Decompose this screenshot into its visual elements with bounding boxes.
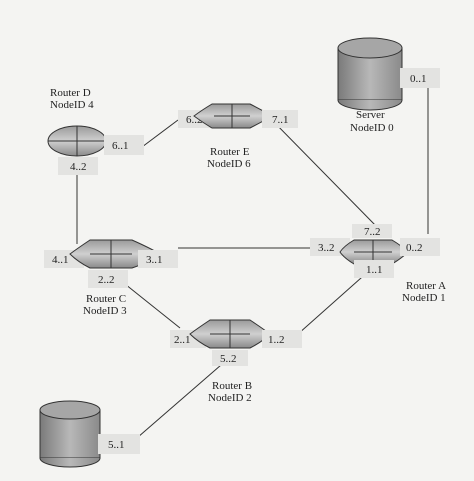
router-d-port-4-2: 4..2 <box>70 161 87 173</box>
router-e-port-7-1: 7..1 <box>272 114 289 126</box>
router-c: 4..1 3..1 2..2 Router C NodeID 3 <box>44 239 178 317</box>
router-a-name: Router A <box>406 280 446 292</box>
router-b-port-1-2: 1..2 <box>268 334 285 346</box>
router-c-port-4-1: 4..1 <box>52 254 69 266</box>
router-e: 6..2 7..1 Router E NodeID 6 <box>178 103 298 170</box>
link-a-b <box>297 269 371 335</box>
server-node: 0..1 Server NodeID 0 <box>337 37 440 134</box>
link-d-e <box>137 119 179 151</box>
router-a-node-id: NodeID 1 <box>402 292 446 304</box>
router-c-port-3-1: 3..1 <box>146 254 163 266</box>
link-b-host <box>129 351 237 445</box>
router-b-node-id: NodeID 2 <box>208 392 252 404</box>
router-a-port-0-2: 0..2 <box>406 242 423 254</box>
server-node-id: NodeID 0 <box>350 122 394 134</box>
router-b: 2..1 1..2 5..2 Router B NodeID 2 <box>170 319 302 404</box>
router-b-name: Router B <box>212 380 252 392</box>
router-b-port-2-1: 2..1 <box>174 334 191 346</box>
host-port-label: 5..1 <box>108 439 125 451</box>
router-a-port-7-2: 7..2 <box>364 226 381 238</box>
router-a-port-1-1: 1..1 <box>366 264 383 276</box>
server-port-label: 0..1 <box>410 73 427 85</box>
router-a-port-3-2: 3..2 <box>318 242 335 254</box>
router-d-node-id: NodeID 4 <box>50 99 94 111</box>
link-e-a <box>269 117 379 229</box>
host-node: 5..1 <box>39 400 140 468</box>
router-c-node-id: NodeID 3 <box>83 305 127 317</box>
router-d-port-6-1: 6..1 <box>112 140 129 152</box>
router-e-name: Router E <box>210 146 250 158</box>
router-c-name: Router C <box>86 293 126 305</box>
router-a: 7..2 3..2 0..2 1..1 Router A NodeID 1 <box>310 224 446 304</box>
router-d: Router D NodeID 4 6..1 4..2 <box>47 87 144 175</box>
server-name: Server <box>356 109 385 121</box>
router-d-name: Router D <box>50 87 91 99</box>
router-b-port-5-2: 5..2 <box>220 353 237 365</box>
router-c-port-2-2: 2..2 <box>98 274 115 286</box>
router-e-node-id: NodeID 6 <box>207 158 251 170</box>
